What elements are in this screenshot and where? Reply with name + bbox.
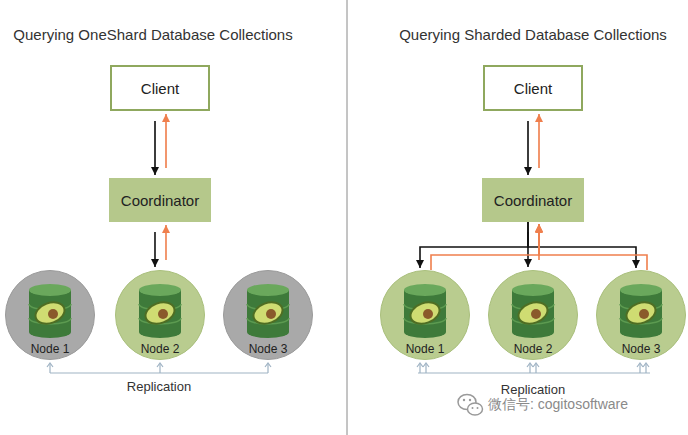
node-label: Node 3 <box>622 342 661 356</box>
wechat-icon <box>458 395 483 416</box>
database-node: Node 2 <box>115 270 205 360</box>
coordinator-box: Coordinator <box>482 178 584 222</box>
node-label: Node 3 <box>249 342 288 356</box>
replication-label: Replication <box>127 379 191 394</box>
watermark: 微信号: cogitosoftware <box>488 396 628 414</box>
replication-label: Replication <box>501 382 565 397</box>
database-icon <box>404 284 446 338</box>
query-arrow <box>528 222 636 268</box>
client-box: Client <box>483 65 583 111</box>
replication-label-text: Replication <box>127 379 191 394</box>
query-arrow <box>431 224 539 270</box>
replication-label-text: Replication <box>501 382 565 397</box>
query-arrow <box>539 224 647 270</box>
query-arrow <box>154 232 156 267</box>
database-icon <box>247 284 289 338</box>
node-label: Client <box>514 80 552 97</box>
replication-bracket <box>47 363 271 373</box>
node-label: Node 1 <box>406 342 445 356</box>
database-node: Node 2 <box>488 270 578 360</box>
query-arrow <box>538 114 540 168</box>
database-node: Node 1 <box>5 270 95 360</box>
database-node: Node 1 <box>380 270 470 360</box>
node-label: Node 1 <box>31 342 70 356</box>
node-label: Node 2 <box>514 342 553 356</box>
panel-divider <box>347 0 348 435</box>
query-arrow <box>527 121 529 175</box>
replication-bracket <box>417 363 650 373</box>
panel-title: Querying Sharded Database Collections <box>399 26 667 43</box>
database-icon <box>29 284 71 338</box>
panel-title: Querying OneShard Database Collections <box>13 26 292 43</box>
coordinator-box: Coordinator <box>109 178 211 222</box>
node-label: Coordinator <box>121 192 199 209</box>
client-box: Client <box>110 65 210 111</box>
watermark-text: 微信号: cogitosoftware <box>488 396 628 412</box>
panel-title-text: Querying Sharded Database Collections <box>399 26 667 43</box>
query-arrow <box>154 121 156 175</box>
query-arrow <box>420 222 528 268</box>
database-icon <box>512 284 554 338</box>
node-label: Coordinator <box>494 192 572 209</box>
database-icon <box>139 284 181 338</box>
panel-title-text: Querying OneShard Database Collections <box>13 26 292 43</box>
database-node: Node 3 <box>223 270 313 360</box>
query-arrow <box>165 114 167 168</box>
database-icon <box>620 284 662 338</box>
query-arrow <box>165 225 167 260</box>
node-label: Client <box>141 80 179 97</box>
database-node: Node 3 <box>596 270 686 360</box>
node-label: Node 2 <box>141 342 180 356</box>
